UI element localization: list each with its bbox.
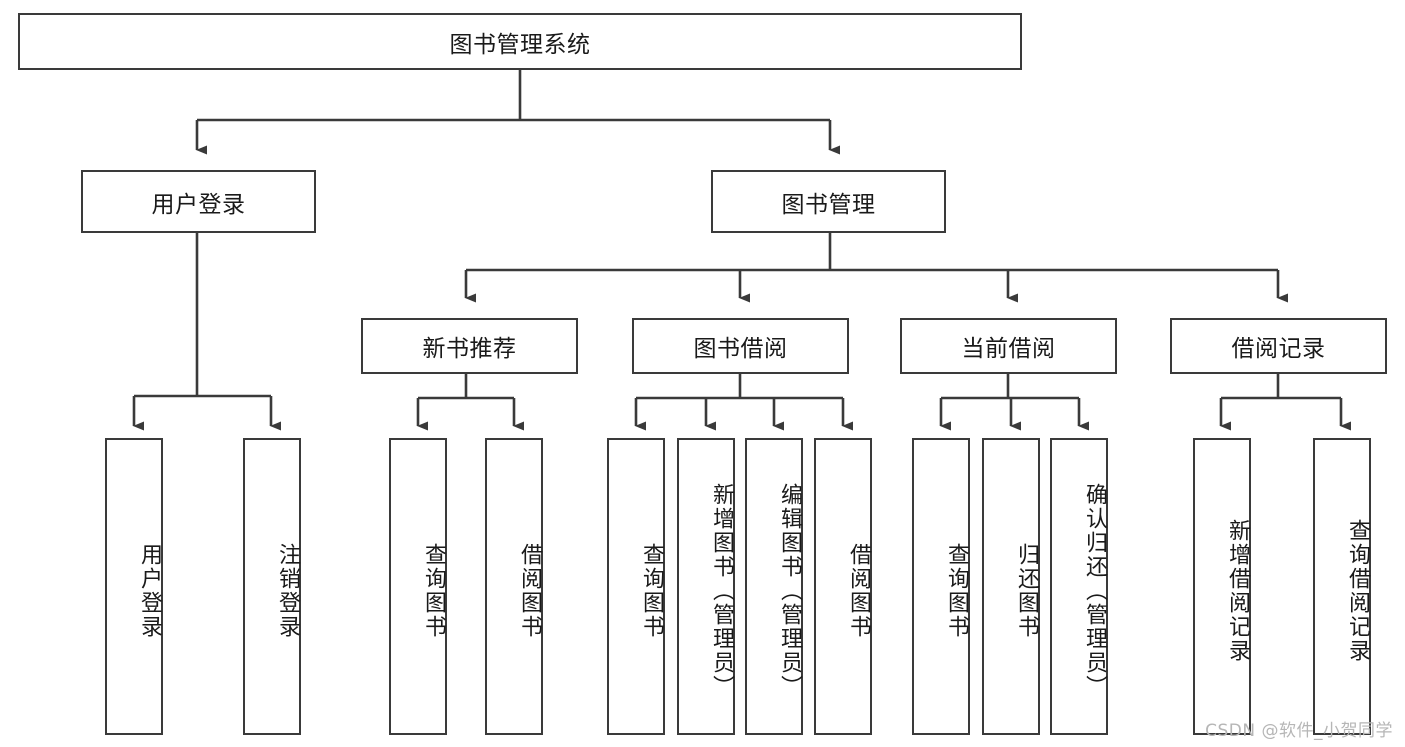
leaf-book-borrow-add[interactable]: 新增图书（管理员）	[677, 438, 735, 735]
watermark-text: CSDN @软件_小贺同学	[1205, 721, 1393, 741]
node-label: 新增图书（管理员）	[709, 482, 734, 699]
node-label: 图书管理	[781, 191, 876, 218]
leaf-new-book-borrow[interactable]: 借阅图书	[485, 438, 543, 735]
node-label: 用户登录	[151, 191, 246, 218]
node-borrow-record[interactable]: 借阅记录	[1170, 318, 1387, 374]
node-book-borrow[interactable]: 图书借阅	[632, 318, 849, 374]
node-new-book-recommend[interactable]: 新书推荐	[361, 318, 578, 374]
node-label: 确认归还（管理员）	[1082, 482, 1107, 699]
node-root-book-management-system[interactable]: 图书管理系统	[18, 13, 1022, 70]
node-label: 当前借阅	[961, 336, 1056, 362]
leaf-user-login-signout[interactable]: 注销登录	[243, 438, 301, 735]
node-label: 借阅记录	[1231, 336, 1326, 362]
node-label: 查询图书	[944, 542, 969, 639]
node-label: 注销登录	[275, 542, 300, 639]
node-label: 图书借阅	[693, 336, 788, 362]
leaf-current-borrow-return[interactable]: 归还图书	[982, 438, 1040, 735]
node-user-login[interactable]: 用户登录	[81, 170, 316, 233]
node-book-management[interactable]: 图书管理	[711, 170, 946, 233]
node-label: 编辑图书（管理员）	[777, 482, 802, 699]
leaf-borrow-record-query[interactable]: 查询借阅记录	[1313, 438, 1371, 735]
leaf-user-login-signin[interactable]: 用户登录	[105, 438, 163, 735]
leaf-book-borrow-query[interactable]: 查询图书	[607, 438, 665, 735]
leaf-current-borrow-query[interactable]: 查询图书	[912, 438, 970, 735]
leaf-book-borrow-edit[interactable]: 编辑图书（管理员）	[745, 438, 803, 735]
node-label: 借阅图书	[517, 542, 542, 639]
node-label: 归还图书	[1014, 542, 1039, 639]
node-label: 新书推荐	[422, 336, 517, 362]
node-label: 查询图书	[421, 542, 446, 639]
leaf-borrow-record-add[interactable]: 新增借阅记录	[1193, 438, 1251, 735]
node-label: 图书管理系统	[449, 31, 591, 58]
node-label: 查询图书	[639, 542, 664, 639]
node-current-borrow[interactable]: 当前借阅	[900, 318, 1117, 374]
leaf-book-borrow-borrow[interactable]: 借阅图书	[814, 438, 872, 735]
leaf-new-book-query[interactable]: 查询图书	[389, 438, 447, 735]
node-label: 查询借阅记录	[1345, 518, 1370, 663]
leaf-current-borrow-confirm-return[interactable]: 确认归还（管理员）	[1050, 438, 1108, 735]
node-label: 新增借阅记录	[1225, 518, 1250, 663]
node-label: 用户登录	[137, 542, 162, 639]
node-label: 借阅图书	[846, 542, 871, 639]
